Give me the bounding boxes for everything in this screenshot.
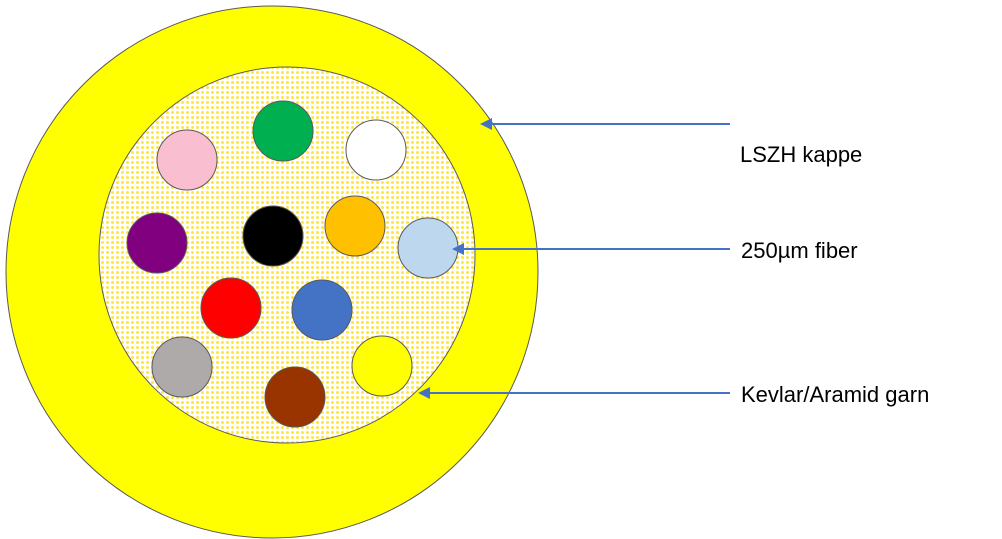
fiber-orange [324, 195, 386, 257]
fiber-grey [151, 336, 213, 398]
arrow-lszh-jacket [480, 118, 730, 130]
fiber-white [345, 119, 407, 181]
fiber-bundle [126, 100, 459, 428]
arrow-kevlar-aramid-yarn [418, 387, 730, 399]
fiber-purple [126, 212, 188, 274]
arrow-head [480, 118, 492, 130]
fiber-pink [156, 129, 218, 191]
fiber-red [200, 277, 262, 339]
label-kevlar-aramid-yarn: Kevlar/Aramid garn [741, 382, 929, 407]
arrow-250um-fiber [452, 243, 730, 255]
callout-arrows [418, 118, 730, 399]
fiber-light-blue [397, 217, 459, 279]
label-250um-fiber: 250µm fiber [741, 238, 858, 263]
fiber-green [252, 100, 314, 162]
arrow-head [418, 387, 430, 399]
fiber-yellow [351, 335, 413, 397]
fiber-blue [291, 279, 353, 341]
fiber-brown [264, 366, 326, 428]
label-lszh-jacket: LSZH kappe [740, 142, 862, 167]
arrow-head [452, 243, 464, 255]
fiber-black [242, 205, 304, 267]
